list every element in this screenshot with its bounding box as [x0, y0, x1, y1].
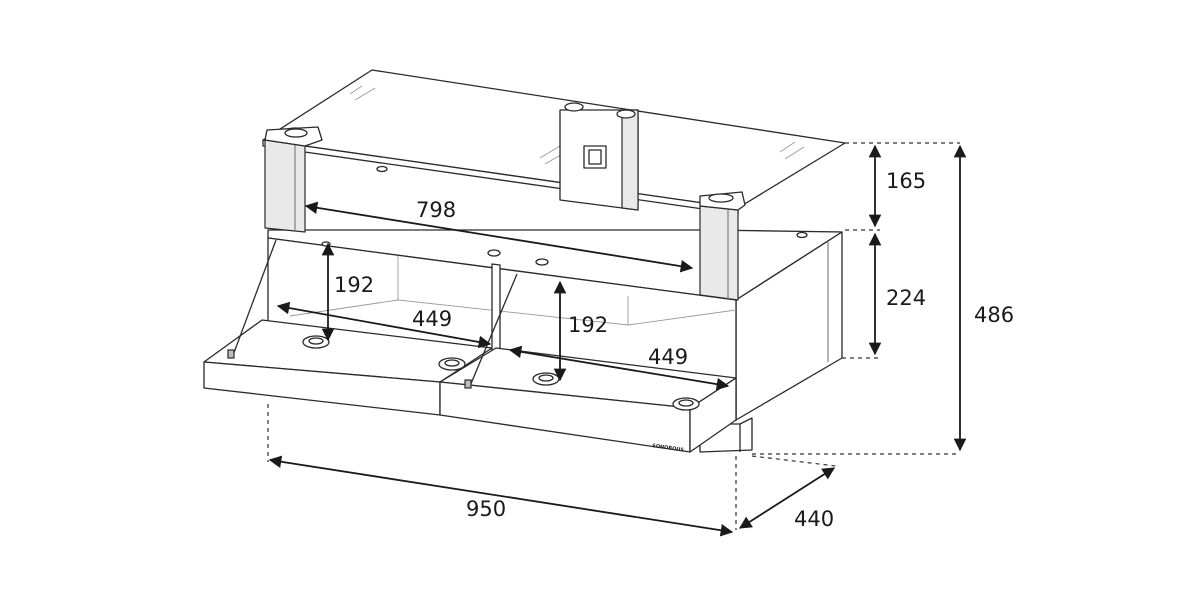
- dim-line-950: [268, 455, 734, 537]
- dim-line-798: [304, 201, 694, 273]
- label-486: 486: [974, 303, 1014, 327]
- dim-line-449-right: [508, 345, 730, 391]
- label-798: 798: [416, 198, 456, 222]
- label-449-right: 449: [648, 345, 688, 369]
- label-192-right: 192: [568, 313, 608, 337]
- dim-line-449-left: [276, 301, 492, 349]
- left-support-column: [264, 139, 306, 233]
- dimension-lines: [267, 142, 967, 537]
- glass-top-shelf: [262, 69, 846, 301]
- flap-support-stays: [227, 239, 518, 389]
- label-950: 950: [466, 497, 506, 521]
- label-440: 440: [794, 507, 834, 531]
- label-165: 165: [886, 169, 926, 193]
- dimension-labels: 798 192 449 192 449 165 224 486 950 440: [334, 169, 1014, 531]
- label-192-left: 192: [334, 273, 374, 297]
- dim-line-440: [738, 467, 836, 529]
- label-224: 224: [886, 286, 926, 310]
- right-support-column: [699, 205, 739, 301]
- label-449-left: 449: [412, 307, 452, 331]
- brand-mark: SONOROUS: [652, 443, 685, 453]
